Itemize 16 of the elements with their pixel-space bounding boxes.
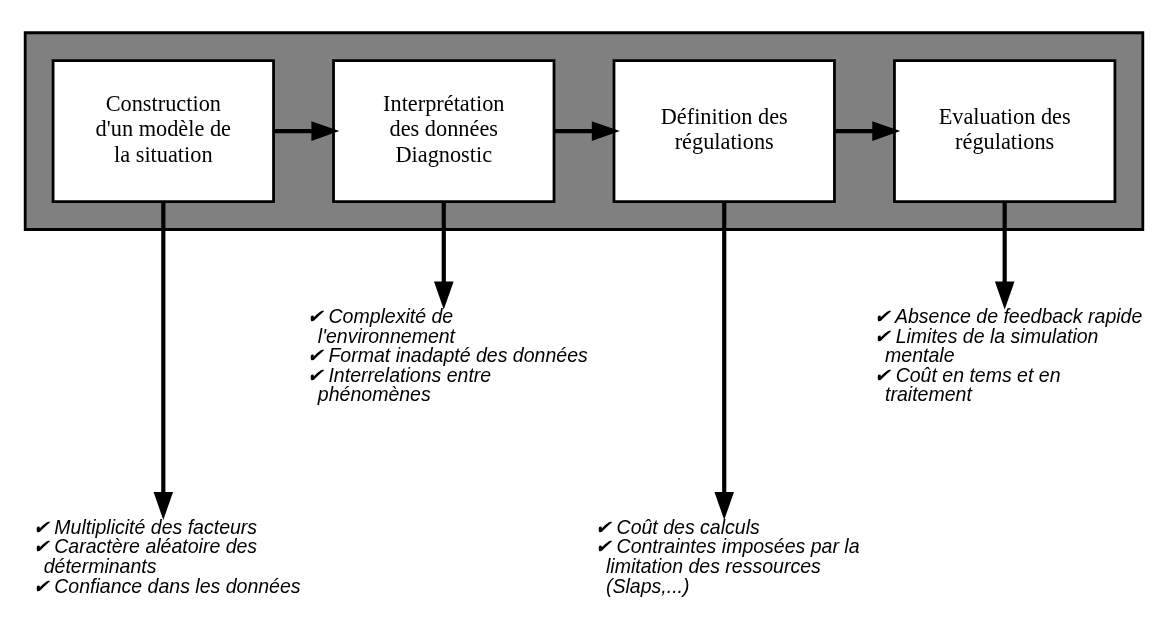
arrow bbox=[994, 201, 1015, 310]
node-text: ✔ Coût des calculs ✔ Contraintes imposées par la limitation des ressources (Slaps,...) bbox=[595, 515, 860, 597]
cluster bbox=[23, 30, 1145, 231]
arrow bbox=[434, 201, 454, 310]
arrow bbox=[554, 120, 620, 141]
node-box: Interprétation des données Diagnostic bbox=[332, 58, 556, 203]
arrow bbox=[273, 120, 340, 141]
node-box: Définition des régulations bbox=[612, 58, 836, 203]
node-text: ✔ Absence de feedback rapide ✔ Limites de la simulation mentale ✔ Coût en tems et en traitement bbox=[874, 304, 1143, 405]
node-box: Construction d'un modèle de la situation bbox=[51, 58, 275, 203]
arrow bbox=[834, 120, 901, 141]
node-box: Evaluation des régulations bbox=[893, 58, 1117, 203]
arrow bbox=[714, 201, 734, 520]
node-text: ✔ Multiplicité des facteurs ✔ Caractère aléatoire des déterminants ✔ Confiance dans les données bbox=[32, 515, 301, 597]
node-text: ✔ Complexité de l'environnement ✔ Format inadapté des données ✔ Interrelations entre phénomènes bbox=[307, 304, 588, 405]
arrow bbox=[153, 201, 174, 520]
